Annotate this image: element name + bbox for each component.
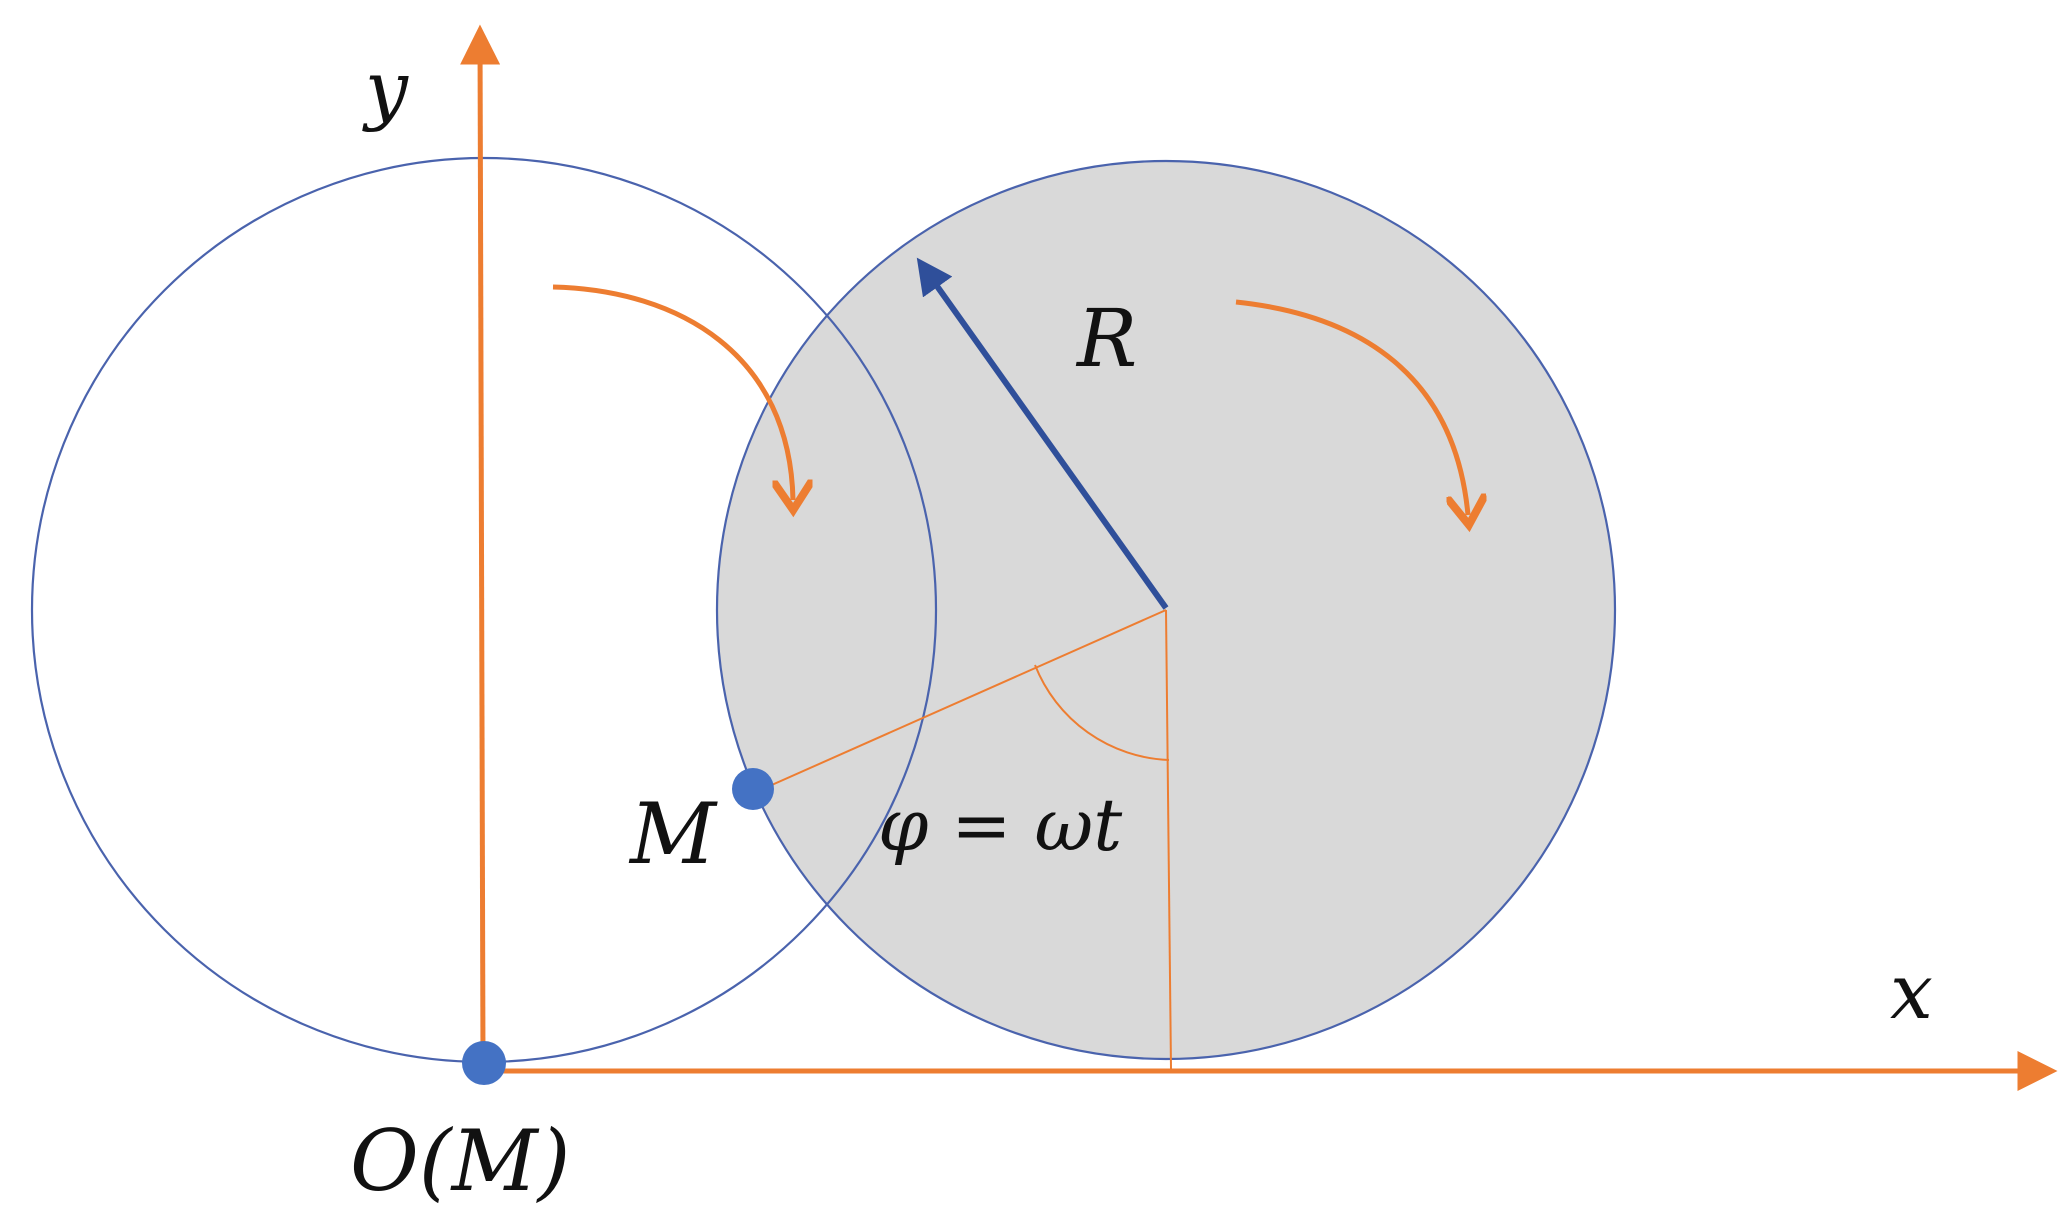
center-to-m-line [755, 609, 1167, 793]
origin-label: O(M) [350, 1112, 570, 1210]
point-m-label: M [628, 785, 718, 883]
point-origin [462, 1041, 506, 1085]
y-axis-label: y [362, 44, 409, 133]
curved-clockwise-arrow-icon [1235, 299, 1468, 515]
point-m [732, 768, 774, 810]
curved-clockwise-arrow-icon [552, 284, 793, 500]
x-axis-label: x [1890, 947, 1933, 1036]
angle-arc [1034, 664, 1170, 761]
y-axis [460, 24, 501, 1065]
radius-arrow [916, 257, 1169, 610]
center-to-contact-line [1165, 609, 1172, 1070]
angle-label: φ = ωt [878, 783, 1123, 867]
radius-label: R [1075, 292, 1137, 385]
